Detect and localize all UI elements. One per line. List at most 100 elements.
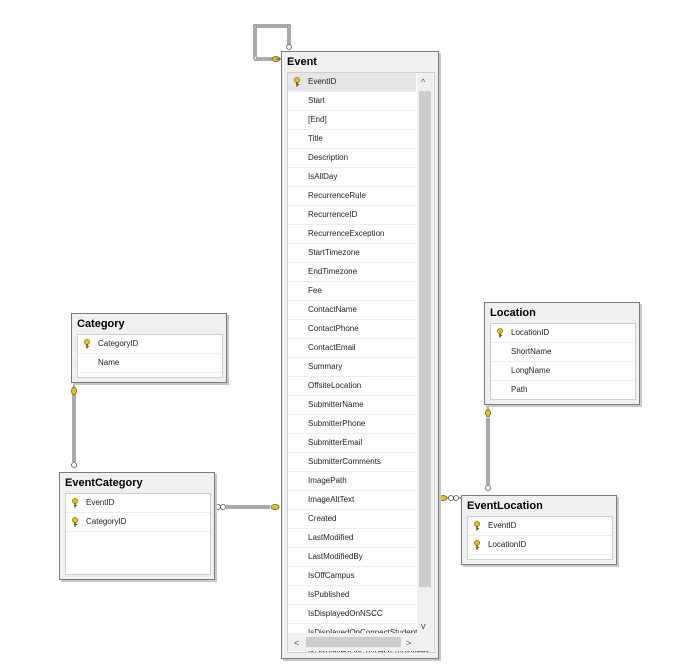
column-row[interactable]: IsDisplayedOnNSCC xyxy=(288,605,416,624)
column-name: ContactPhone xyxy=(308,324,359,333)
column-name: [End] xyxy=(308,115,327,124)
column-row[interactable]: RecurrenceRule xyxy=(288,187,416,206)
column-row[interactable]: Created xyxy=(288,510,416,529)
column-row[interactable]: Path xyxy=(491,381,635,399)
primary-key-icon xyxy=(84,339,90,349)
column-name: CategoryID xyxy=(98,339,139,348)
event-eventlocation-relationship[interactable] xyxy=(438,495,462,501)
table-columns: EventID CategoryID xyxy=(65,493,211,575)
column-row[interactable]: IsAllDay xyxy=(288,168,416,187)
column-row[interactable]: LocationID xyxy=(491,324,635,343)
column-name: RecurrenceID xyxy=(308,210,358,219)
column-row[interactable]: StartTimezone xyxy=(288,244,416,263)
category-table[interactable]: Category CategoryID Name xyxy=(71,313,227,383)
column-name: RecurrenceException xyxy=(308,229,385,238)
column-row[interactable]: Title xyxy=(288,130,416,149)
column-row[interactable]: LongName xyxy=(491,362,635,381)
scrollbar-thumb[interactable] xyxy=(306,637,401,647)
column-row[interactable]: ContactEmail xyxy=(288,339,416,358)
table-title: EventLocation xyxy=(467,500,543,512)
column-name: IsDisplayedOnNSCC xyxy=(308,609,383,618)
table-title: Event xyxy=(287,56,317,68)
location-eventlocation-relationship[interactable] xyxy=(485,405,491,491)
primary-key-icon xyxy=(474,540,480,550)
column-row[interactable]: OffsiteLocation xyxy=(288,377,416,396)
column-row[interactable]: EndTimezone xyxy=(288,263,416,282)
column-name: Created xyxy=(308,514,337,523)
eventcategory-event-relationship[interactable] xyxy=(215,504,280,510)
scroll-up-arrow-icon[interactable]: ^ xyxy=(421,77,426,87)
column-name: Summary xyxy=(308,362,343,371)
column-name: ContactEmail xyxy=(308,343,356,352)
column-row[interactable]: SubmitterPhone xyxy=(288,415,416,434)
scroll-right-arrow-icon[interactable]: > xyxy=(406,638,412,648)
column-row[interactable]: Fee xyxy=(288,282,416,301)
horizontal-scrollbar[interactable]: < > xyxy=(288,633,433,651)
vertical-scrollbar[interactable]: ^ v xyxy=(417,73,433,633)
column-name: LastModifiedBy xyxy=(308,552,363,561)
column-name: ImagePath xyxy=(308,476,347,485)
column-row[interactable]: ImageAltText xyxy=(288,491,416,510)
column-row[interactable]: SubmitterComments xyxy=(288,453,416,472)
column-row[interactable]: ContactPhone xyxy=(288,320,416,339)
column-row[interactable]: [End] xyxy=(288,111,416,130)
column-name: SubmitterComments xyxy=(308,457,381,466)
column-name: IsAllDay xyxy=(308,172,338,181)
table-title: Category xyxy=(77,318,125,330)
column-row[interactable]: CategoryID xyxy=(66,513,210,532)
scrollbar-thumb[interactable] xyxy=(419,91,431,587)
scroll-left-arrow-icon[interactable]: < xyxy=(294,638,300,648)
column-row[interactable]: Summary xyxy=(288,358,416,377)
column-name: SubmitterName xyxy=(308,400,364,409)
column-row[interactable]: RecurrenceException xyxy=(288,225,416,244)
column-row[interactable]: Start xyxy=(288,92,416,111)
event-self-relationship[interactable] xyxy=(253,24,292,62)
column-row[interactable]: EventID xyxy=(288,73,416,92)
column-row[interactable]: ShortName xyxy=(491,343,635,362)
primary-key-icon xyxy=(497,328,503,338)
scroll-down-arrow-icon[interactable]: v xyxy=(421,621,426,631)
column-name: EndTimezone xyxy=(308,267,358,276)
column-name: Description xyxy=(308,153,349,162)
column-name: IsDisplayedOnConnectStudents xyxy=(308,628,421,637)
column-name: Path xyxy=(511,385,528,394)
column-row[interactable]: ContactName xyxy=(288,301,416,320)
column-name: RecurrenceRule xyxy=(308,191,366,200)
column-row[interactable]: RecurrenceID xyxy=(288,206,416,225)
column-row[interactable]: EventID xyxy=(468,517,612,536)
column-row[interactable]: LocationID xyxy=(468,536,612,555)
eventlocation-table[interactable]: EventLocation EventID LocationID xyxy=(461,495,617,565)
category-eventcategory-relationship[interactable] xyxy=(71,383,77,468)
column-name: IsPublished xyxy=(308,590,350,599)
column-row[interactable]: LastModifiedBy xyxy=(288,548,416,567)
column-row[interactable]: IsPublished xyxy=(288,586,416,605)
column-name: LastModified xyxy=(308,533,354,542)
column-row[interactable]: CategoryID xyxy=(78,335,222,354)
column-list: CategoryID Name xyxy=(78,335,222,373)
primary-key-icon xyxy=(294,77,300,87)
column-list: EventID LocationID xyxy=(468,517,612,555)
column-name: EventID xyxy=(308,77,337,86)
column-row[interactable]: LastModified xyxy=(288,529,416,548)
column-row[interactable]: SubmitterEmail xyxy=(288,434,416,453)
column-row[interactable]: Description xyxy=(288,149,416,168)
table-columns: CategoryID Name xyxy=(77,334,223,378)
primary-key-icon xyxy=(72,517,78,527)
column-row[interactable]: EventID xyxy=(66,494,210,513)
column-list: EventID CategoryID xyxy=(66,494,210,532)
column-name: LocationID xyxy=(488,540,527,549)
column-row[interactable]: IsOffCampus xyxy=(288,567,416,586)
table-title: Location xyxy=(490,307,536,319)
column-row[interactable]: Name xyxy=(78,354,222,373)
column-row[interactable]: ImagePath xyxy=(288,472,416,491)
column-name: OffsiteLocation xyxy=(308,381,362,390)
column-name: CategoryID xyxy=(86,517,127,526)
column-row[interactable]: SubmitterName xyxy=(288,396,416,415)
